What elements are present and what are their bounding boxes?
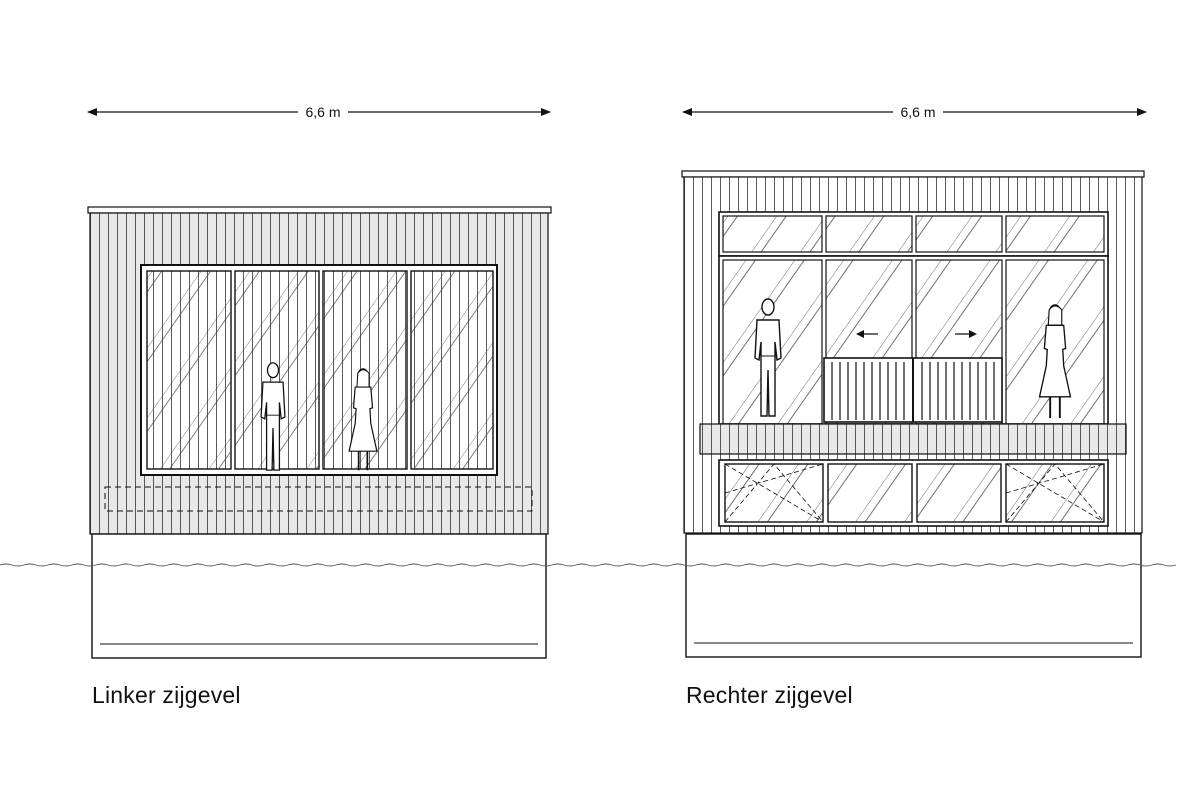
right-dimension-label: 6,6 m xyxy=(900,104,935,120)
left-window-panes xyxy=(146,270,494,470)
right-transom-windows xyxy=(718,211,1109,257)
left-roof-edge xyxy=(87,206,552,214)
right-elevation: 6,6 m xyxy=(681,104,1147,658)
right-lower-windows xyxy=(718,459,1109,527)
sliding-door-arrows xyxy=(856,330,977,338)
right-roof-edge xyxy=(681,170,1145,178)
right-foundation xyxy=(685,533,1142,658)
right-floor-band xyxy=(699,423,1127,455)
left-dimension-label: 6,6 m xyxy=(305,104,340,120)
balcony-railing xyxy=(823,357,1003,423)
right-elevation-caption: Rechter zijgevel xyxy=(686,682,853,708)
left-foundation xyxy=(91,533,547,659)
left-elevation: 6,6 m xyxy=(87,104,552,659)
left-elevation-caption: Linker zijgevel xyxy=(92,682,241,708)
left-dashed-sill xyxy=(104,486,533,512)
ground-line xyxy=(0,563,1177,567)
